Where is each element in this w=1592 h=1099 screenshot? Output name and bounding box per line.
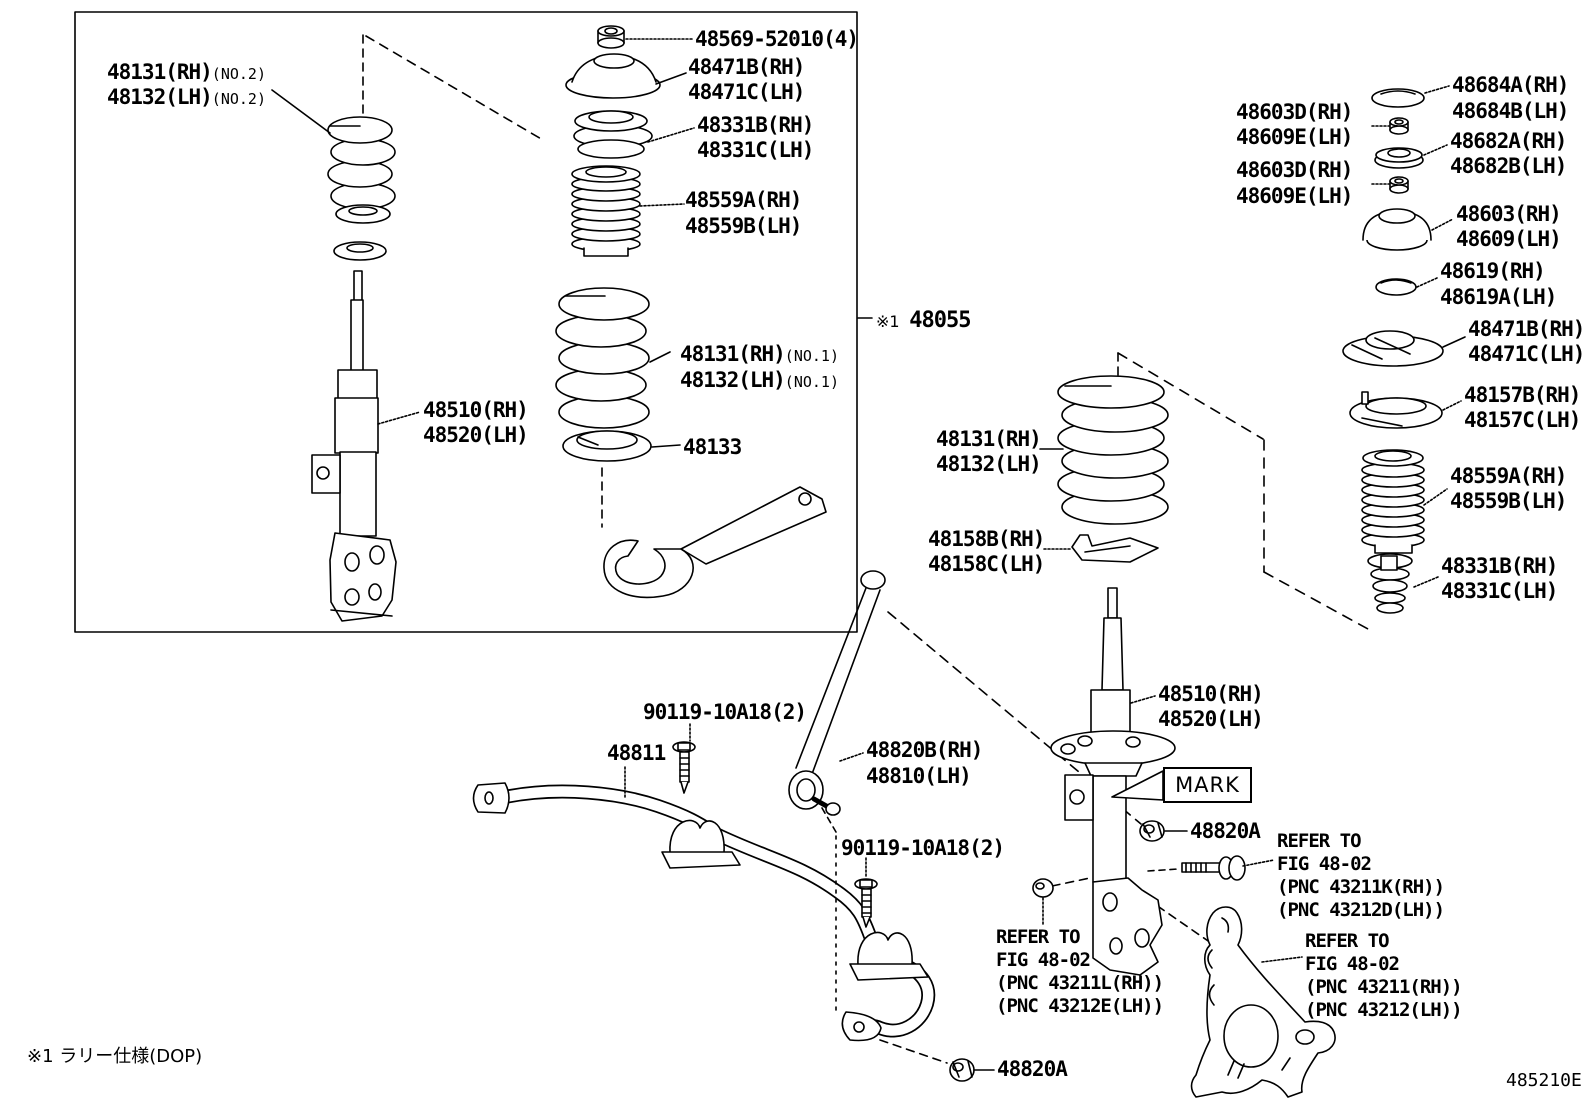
suspension-support bbox=[565, 53, 661, 99]
dashed-line bbox=[821, 807, 837, 833]
label-nut1-lh: 48609E(LH) bbox=[1236, 125, 1353, 149]
label-nut-48820a-bottom: 48820A bbox=[997, 1057, 1068, 1081]
stabilizer-link-nut-bottom bbox=[949, 1058, 975, 1082]
label-main-spring-rh: 48131(RH) bbox=[936, 427, 1042, 451]
mount-nut bbox=[597, 25, 625, 49]
support-sub-assembly bbox=[1362, 208, 1432, 251]
label-upper-seat-rh: 48331B(RH) bbox=[697, 113, 814, 137]
coil-spring-no2 bbox=[327, 116, 396, 210]
label-spring-no1-rh: 48131(RH)(NO.1) bbox=[680, 342, 839, 366]
refer-block-43211: REFER TO FIG 48-02 (PNC 43211(RH)) (PNC … bbox=[1305, 930, 1463, 1021]
label-spring-no1-lh: 48132(LH)(NO.1) bbox=[680, 368, 839, 392]
label-support-right-rh: 48603(RH) bbox=[1456, 202, 1562, 226]
label-bumper-lh: 48331C(LH) bbox=[1441, 579, 1558, 603]
dust-cap bbox=[1375, 278, 1417, 296]
assembly-box-outline bbox=[74, 11, 858, 633]
dashed-line bbox=[1117, 352, 1264, 440]
bracket-bolt-front bbox=[672, 741, 696, 794]
support-mount-right bbox=[1342, 330, 1444, 367]
mark-callout: MARK bbox=[1163, 767, 1252, 803]
label-seat-right-rh: 48157B(RH) bbox=[1464, 383, 1581, 407]
coil-spring-main bbox=[1057, 375, 1169, 525]
spring-seat-right bbox=[1349, 391, 1443, 429]
shock-absorber-left bbox=[311, 270, 397, 622]
stabilizer-bar bbox=[472, 782, 936, 1042]
stabilizer-link-nut-mid bbox=[1139, 820, 1165, 842]
label-upper-seat-lh: 48331C(LH) bbox=[697, 138, 814, 162]
label-bracket-bolt-rear: 90119-10A18(2) bbox=[841, 836, 1005, 860]
stabilizer-bushing-front bbox=[661, 819, 741, 869]
label-nut2-rh: 48603D(RH) bbox=[1236, 158, 1353, 182]
label-lower-insulator: 48133 bbox=[683, 435, 742, 459]
lower-spring-insulator bbox=[562, 430, 652, 462]
label-spring-no2-rh: 48131(RH)(NO.2) bbox=[107, 60, 266, 84]
dashed-line bbox=[365, 35, 544, 141]
label-lower-seat-lh: 48158C(LH) bbox=[928, 552, 1045, 576]
label-bumper-rh: 48331B(RH) bbox=[1441, 554, 1558, 578]
label-boot-rh: 48559A(RH) bbox=[685, 188, 802, 212]
drawing-code: 485210E bbox=[1506, 1070, 1582, 1091]
mount-nut-upper bbox=[1389, 117, 1409, 135]
label-stabilizer-bar: 48811 bbox=[607, 741, 666, 765]
dashed-line bbox=[1147, 868, 1179, 872]
hook-wrench-tool bbox=[603, 486, 827, 599]
label-nut2-lh: 48609E(LH) bbox=[1236, 184, 1353, 208]
label-nut-48820a-mid: 48820A bbox=[1190, 819, 1261, 843]
label-bracket-bolt-front: 90119-10A18(2) bbox=[643, 700, 807, 724]
label-main-spring-lh: 48132(LH) bbox=[936, 452, 1042, 476]
label-boot-right-rh: 48559A(RH) bbox=[1450, 464, 1567, 488]
label-dust-cap-lh: 48619A(LH) bbox=[1440, 285, 1557, 309]
label-washer-rh: 48682A(RH) bbox=[1450, 129, 1567, 153]
label-lower-seat-rh: 48158B(RH) bbox=[928, 527, 1045, 551]
label-mount-right-lh: 48471C(LH) bbox=[1468, 342, 1585, 366]
label-boot-right-lh: 48559B(LH) bbox=[1450, 489, 1567, 513]
steering-knuckle bbox=[1190, 906, 1336, 1098]
mount-nut-lower bbox=[1389, 176, 1409, 194]
label-nut1-rh: 48603D(RH) bbox=[1236, 100, 1353, 124]
spring-bumper-right bbox=[1367, 553, 1413, 614]
label-link-rh: 48820B(RH) bbox=[866, 738, 983, 762]
spring-washers bbox=[333, 204, 391, 261]
bracket-bolt-rear bbox=[854, 878, 878, 928]
lower-spring-seat bbox=[1071, 534, 1159, 563]
upper-spring-seat bbox=[573, 110, 653, 159]
label-support-rh: 48471B(RH) bbox=[688, 55, 805, 79]
label-strut-left-rh: 48510(RH) bbox=[423, 398, 529, 422]
leader-lines bbox=[271, 38, 1466, 1071]
label-boot-lh: 48559B(LH) bbox=[685, 214, 802, 238]
stabilizer-link bbox=[788, 570, 886, 816]
label-assembly-48055: ※1 48055 bbox=[876, 308, 971, 333]
label-spring-no2-lh: 48132(LH)(NO.2) bbox=[107, 85, 266, 109]
footnote-rally-spec: ※1 ラリー仕様(DOP) bbox=[27, 1046, 203, 1067]
label-washer-lh: 48682B(LH) bbox=[1450, 154, 1567, 178]
label-support-right-lh: 48609(LH) bbox=[1456, 227, 1562, 251]
label-strut-right-rh: 48510(RH) bbox=[1158, 682, 1264, 706]
dashed-line bbox=[879, 1039, 948, 1064]
stabilizer-bushing-rear bbox=[849, 931, 929, 981]
mount-washer bbox=[1374, 147, 1424, 169]
label-link-lh: 48810(LH) bbox=[866, 764, 972, 788]
label-strut-left-lh: 48520(LH) bbox=[423, 423, 529, 447]
label-cap-rh: 48684A(RH) bbox=[1452, 73, 1569, 97]
dashed-line bbox=[1263, 571, 1369, 630]
label-mount-nut: 48569-52010(4) bbox=[695, 27, 859, 51]
strut-nut-small bbox=[1032, 878, 1054, 898]
label-seat-right-lh: 48157C(LH) bbox=[1464, 408, 1581, 432]
coil-spring-no1 bbox=[555, 287, 650, 429]
label-mount-right-rh: 48471B(RH) bbox=[1468, 317, 1585, 341]
label-cap-lh: 48684B(LH) bbox=[1452, 99, 1569, 123]
refer-block-43211k: REFER TO FIG 48-02 (PNC 43211K(RH)) (PNC… bbox=[1277, 830, 1445, 921]
strut-bolt bbox=[1181, 855, 1246, 881]
refer-block-43211l: REFER TO FIG 48-02 (PNC 43211L(RH)) (PNC… bbox=[996, 926, 1164, 1017]
dust-boot-right bbox=[1361, 449, 1425, 554]
dust-boot-left bbox=[571, 165, 641, 257]
label-strut-right-lh: 48520(LH) bbox=[1158, 707, 1264, 731]
label-dust-cap-rh: 48619(RH) bbox=[1440, 259, 1546, 283]
mount-cap bbox=[1371, 88, 1425, 108]
dashed-line bbox=[1051, 877, 1091, 887]
label-support-lh: 48471C(LH) bbox=[688, 80, 805, 104]
